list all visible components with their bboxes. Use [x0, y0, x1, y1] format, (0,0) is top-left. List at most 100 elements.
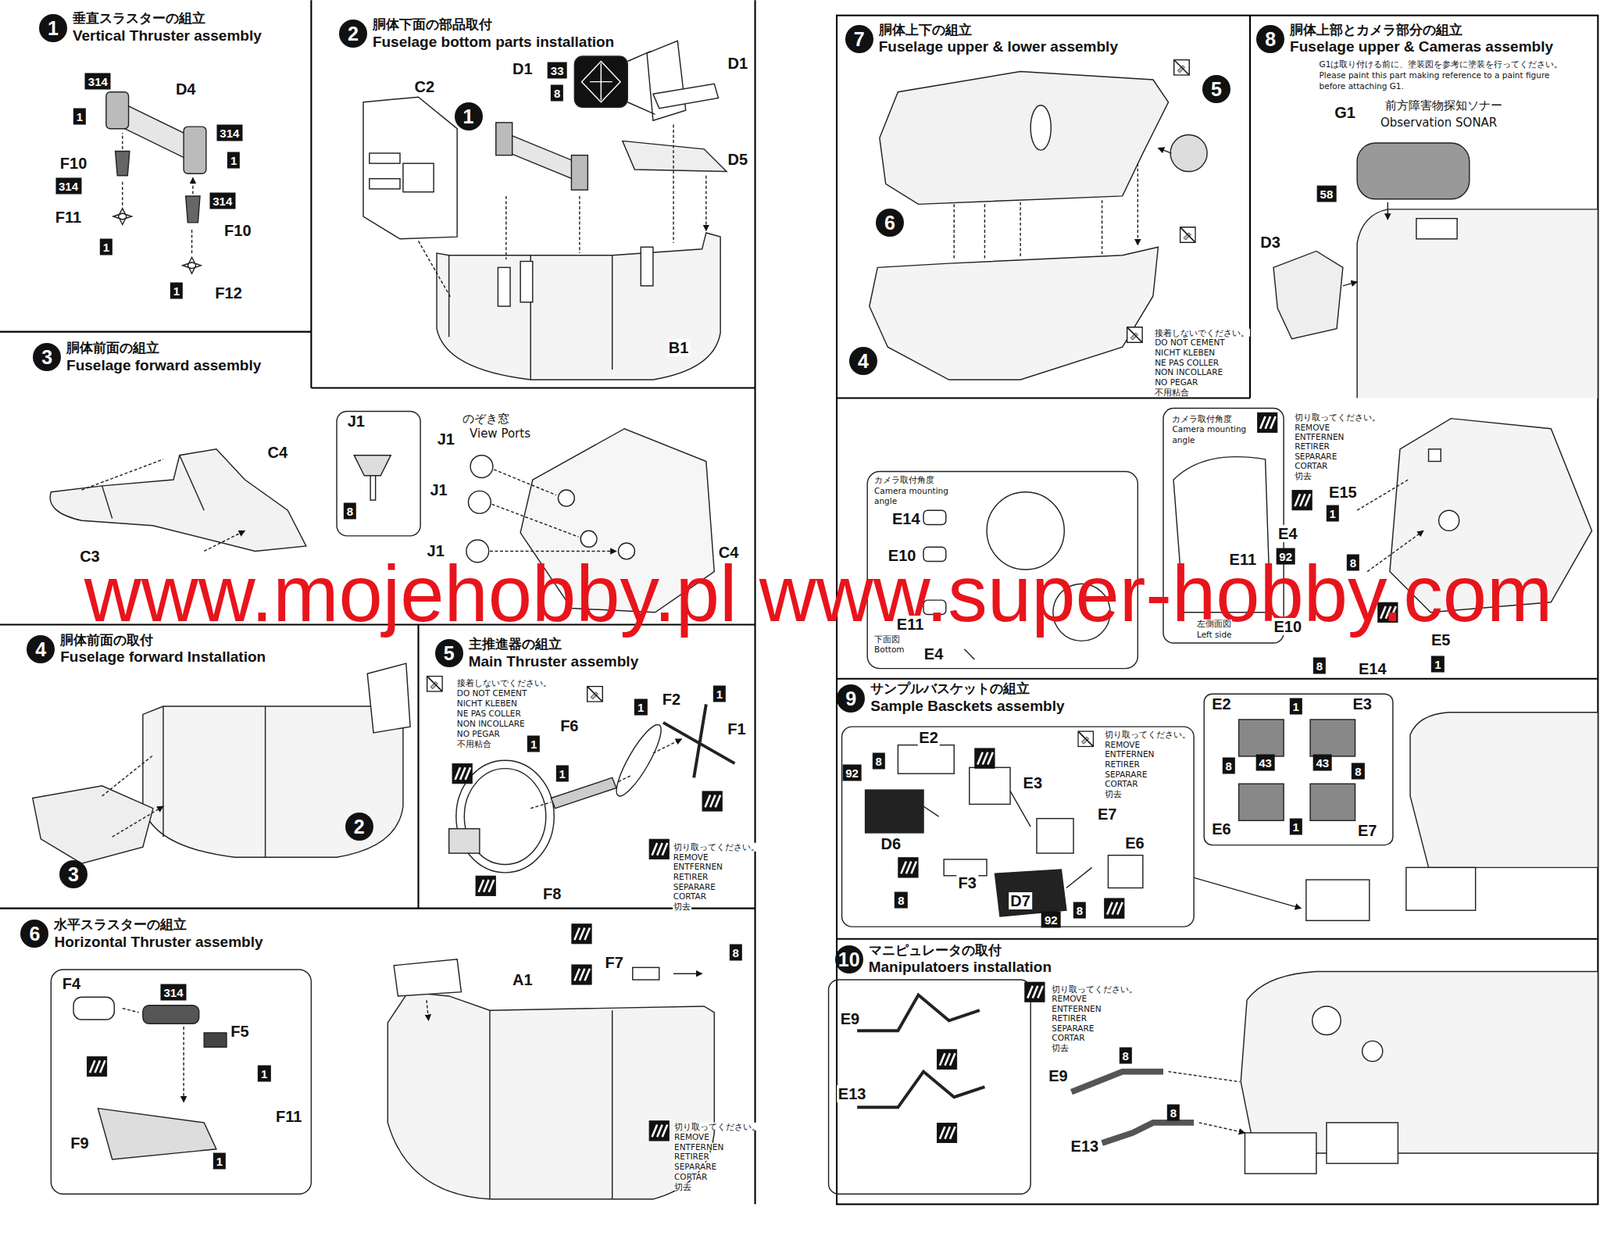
part-label: C2 [413, 78, 437, 96]
note-text: 不用粘合 [1153, 388, 1190, 397]
caption-text: Observation SONAR [1378, 116, 1499, 129]
step-header: 8胴体上部とカメラ部分の組立Fuselage upper & Cameras a… [1256, 22, 1554, 57]
note-text: RETIRER [1050, 1014, 1088, 1023]
note-text: REMOVE [673, 1132, 711, 1142]
step-title-en: Vertical Thruster assembly [72, 28, 262, 45]
part-label: F11 [53, 208, 83, 226]
note-text: カメラ取付角度 [873, 475, 936, 485]
note-text: G1は取り付ける前に、塗装図を参考に塗装を行ってください。 [1318, 60, 1565, 69]
color-callout: 1 [213, 1153, 226, 1170]
step-number: 8 [1256, 25, 1285, 54]
part-label: F11 [274, 1107, 304, 1125]
part-label: E14 [1357, 660, 1389, 678]
step-header: 3胴体前面の組立Fuselage forward assembly [32, 340, 261, 375]
part-label: E6 [1210, 820, 1233, 838]
note-text: NON INCOLLARE [456, 719, 526, 729]
note-text: REMOVE [1103, 740, 1141, 750]
step-number: 6 [20, 919, 49, 948]
step-header: 4胴体前面の取付Fuselage forward Installation [26, 632, 266, 667]
step-number: 3 [32, 342, 61, 372]
step-title-ja: 胴体前面の取付 [60, 632, 266, 648]
color-callout: 8 [1221, 757, 1235, 774]
note-text: RETIRER [672, 872, 710, 882]
step-title-en: Horizontal Thruster assembly [53, 934, 263, 951]
part-label: F10 [58, 154, 89, 172]
subassembly-number: 6 [875, 208, 904, 237]
step-title-en: Fuselage bottom parts installation [372, 34, 615, 51]
part-label: E4 [1276, 525, 1299, 543]
step-title-ja: マニピュレータの取付 [868, 942, 1052, 958]
step-title: 垂直スラスターの組立Vertical Thruster assembly [72, 10, 262, 45]
step-title-ja: 胴体上下の組立 [878, 22, 1118, 38]
note-text: 左側面図 [1196, 619, 1233, 629]
note-text: 切去 [673, 1182, 693, 1192]
note-text: REMOVE [1050, 994, 1088, 1004]
part-label: E15 [1327, 483, 1359, 501]
note-text: Camera mounting [873, 485, 950, 495]
color-callout: 1 [73, 107, 86, 125]
color-callout: 1 [556, 765, 569, 783]
part-label: E5 [1429, 631, 1452, 649]
step-title-ja: 胴体上部とカメラ部分の組立 [1289, 22, 1554, 38]
part-label: A1 [510, 971, 535, 989]
part-label: E6 [1123, 834, 1146, 852]
note-text: before attaching G1. [1318, 81, 1405, 90]
note-text: DO NOT CEMENT [1153, 338, 1226, 347]
note-text: 接着しないでください。 [456, 678, 553, 688]
part-label: F5 [228, 1022, 250, 1040]
color-callout: 92 [1275, 547, 1296, 565]
part-label: J1 [435, 430, 457, 448]
step-number: 4 [26, 635, 55, 664]
part-label: G1 [1332, 103, 1358, 122]
step-title: 胴体上下の組立Fuselage upper & lower assembly [878, 22, 1118, 57]
color-callout: 8 [1346, 553, 1360, 571]
subassembly-number: 2 [345, 812, 374, 841]
note-text: NON INCOLLARE [1153, 367, 1224, 377]
part-label: E2 [917, 728, 940, 747]
part-label: E3 [1021, 774, 1044, 792]
part-label: E9 [1046, 1067, 1069, 1085]
color-callout: 1 [713, 685, 726, 703]
color-callout: 8 [1313, 657, 1326, 674]
note-text: NE PAS COLLER [456, 709, 522, 718]
part-label: F9 [68, 1134, 90, 1152]
note-text: 切り取ってください。 [1050, 984, 1139, 993]
note-text: 切り取ってください。 [1103, 730, 1192, 740]
note-text: angle [1171, 435, 1196, 445]
step-title: 胴体上部とカメラ部分の組立Fuselage upper & Cameras as… [1289, 22, 1554, 57]
caption-text: 前方障害物探知ソナー [1383, 99, 1504, 111]
part-drawings [32, 40, 1599, 1199]
step-title: 水平スラスターの組立Horizontal Thruster assembly [53, 917, 263, 951]
part-label: F7 [603, 953, 625, 972]
step-title-ja: サンプルバスケットの組立 [870, 681, 1065, 697]
part-label: E11 [1228, 550, 1258, 568]
color-callout: 1 [227, 152, 240, 169]
step-title-en: Manipulatoers installation [868, 959, 1052, 976]
note-text: 切去 [1293, 471, 1313, 480]
color-callout: 33 [547, 62, 568, 79]
step-header: 10マニピュレータの取付Manipulatoers installation [835, 942, 1052, 977]
color-callout: 1 [257, 1065, 271, 1083]
part-label: F4 [60, 975, 83, 993]
part-label: E2 [1210, 695, 1233, 713]
step-header: 9サンプルバスケットの組立Sample Basckets assembly [836, 681, 1065, 715]
part-label: E7 [1356, 821, 1379, 840]
step-header: 2胴体下面の部品取付Fuselage bottom parts installa… [339, 17, 615, 51]
step-title-en: Fuselage upper & Cameras assembly [1289, 39, 1554, 56]
color-callout: 92 [1041, 910, 1061, 928]
part-label: C4 [265, 443, 290, 461]
note-text: 切り取ってください。 [673, 1122, 761, 1132]
color-callout: 1 [1326, 504, 1340, 522]
part-label: E13 [836, 1085, 868, 1103]
note-text: REMOVE [672, 853, 710, 862]
note-text: SEPARARE [673, 1162, 718, 1172]
part-label: F8 [541, 885, 563, 903]
subassembly-number: 3 [59, 860, 88, 889]
color-callout: 58 [1317, 185, 1337, 203]
caption-text: のぞき窓 [460, 412, 511, 425]
color-callout: 43 [1255, 753, 1275, 771]
watermark: www.mojehobby.pl www.super-hobby.com [84, 554, 1554, 634]
note-text: CORTAR [673, 1172, 708, 1182]
part-label: E10 [886, 546, 918, 565]
color-callout: 1 [527, 735, 540, 753]
